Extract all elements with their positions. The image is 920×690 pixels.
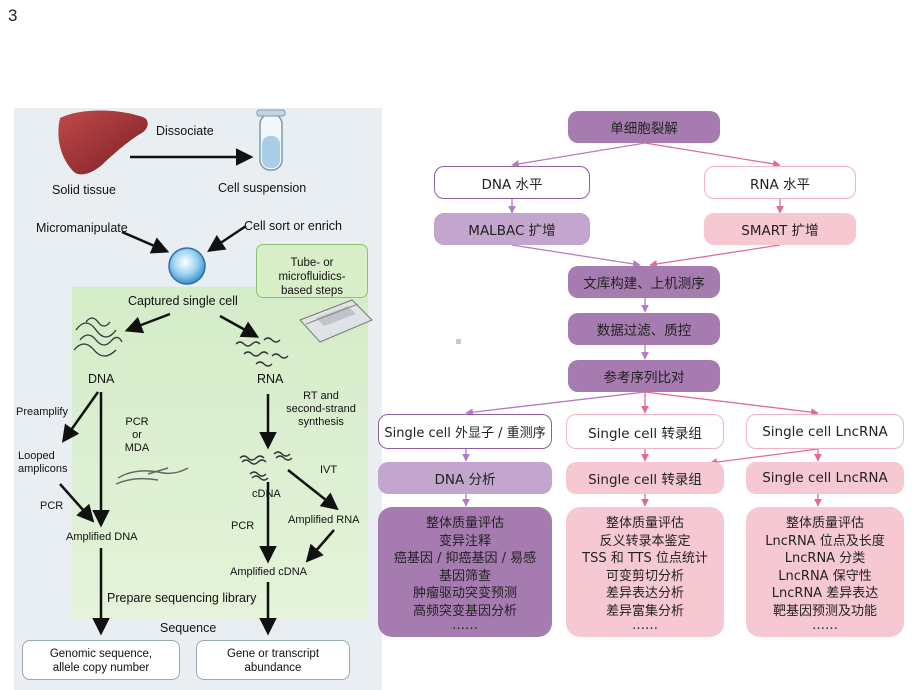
looped-amplicons-label: Looped amplicons — [18, 450, 78, 476]
list-item: 差异表达分析 — [605, 586, 684, 601]
list-item: 整体质量评估 — [425, 516, 504, 531]
rna-label: RNA — [257, 372, 284, 386]
cell-suspension-label: Cell suspension — [218, 181, 307, 195]
captured-cell-zone — [72, 287, 368, 620]
list-item: 高频突变基因分析 — [412, 603, 517, 619]
list-item: LncRNA 位点及长度 — [765, 533, 885, 549]
dissociate-label: Dissociate — [156, 124, 214, 138]
pcr-or-mda-label: PCR or MDA — [122, 416, 152, 455]
list-item: 反义转录本鉴定 — [599, 533, 691, 549]
genomic-output-line-1: Genomic sequence, — [49, 648, 153, 660]
list-item: 变异注释 — [438, 533, 491, 549]
rna-level-node: RNA 水平 — [704, 166, 856, 199]
list-item: 基因筛查 — [438, 568, 491, 584]
pcr-or-mda-line-2: or — [132, 429, 142, 441]
callout-line-2: based steps — [280, 285, 343, 297]
ivt-label: IVT — [320, 464, 338, 476]
rt-line-2: second-strand — [286, 403, 356, 415]
list-item: …… — [632, 618, 658, 633]
list-item: …… — [812, 618, 838, 633]
list-item: 靶基因预测及功能 — [772, 603, 877, 619]
rna-icon — [235, 337, 289, 367]
pcr-mda-fragments-icon — [115, 467, 189, 485]
rt-synthesis-label: RT and second-strand synthesis — [286, 390, 356, 429]
dna-icon — [73, 317, 123, 357]
preamplify-label: Preamplify — [16, 406, 68, 418]
malbac-node: MALBAC 扩增 — [434, 213, 590, 245]
amplified-cdna-label: Amplified cDNA — [230, 566, 308, 578]
rt-line-1: RT and — [303, 390, 339, 402]
library-sequencing-node: 文库构建、上机测序 — [568, 266, 720, 298]
amplified-dna-label: Amplified DNA — [66, 531, 138, 543]
transcriptome-analysis-list: 整体质量评估 反义转录本鉴定 TSS 和 TTS 位点统计 可变剪切分析 差异表… — [566, 507, 724, 637]
lncrna-analysis-list: 整体质量评估 LncRNA 位点及长度 LncRNA 分类 LncRNA 保守性… — [746, 507, 904, 637]
genomic-output-line-2: allele copy number — [52, 662, 150, 674]
filter-qc-node: 数据过滤、质控 — [568, 313, 720, 345]
transcript-output-line-1: Gene or transcript — [226, 648, 320, 660]
list-item: 癌基因 / 抑癌基因 / 易感 — [393, 551, 537, 566]
dna-level-node: DNA 水平 — [434, 166, 590, 199]
pcr-or-mda-line-3: MDA — [124, 442, 150, 454]
micromanipulate-label: Micromanipulate — [36, 221, 128, 235]
looped-line-1: Looped — [18, 450, 55, 462]
dna-analysis-node: DNA 分析 — [378, 462, 552, 494]
amplified-rna-label: Amplified RNA — [288, 514, 360, 526]
prepare-library-label: Prepare sequencing library — [107, 591, 257, 605]
list-item: …… — [452, 618, 478, 633]
exome-resequencing-node: Single cell 外显子 / 重测序 — [378, 414, 552, 449]
transcriptome-head-node: Single cell 转录组 — [566, 414, 724, 449]
captured-cell-label: Captured single cell — [128, 294, 238, 308]
transcript-output-line-2: abundance — [244, 662, 302, 674]
smart-node: SMART 扩增 — [704, 213, 856, 245]
list-item: 整体质量评估 — [605, 516, 684, 531]
rt-line-3: synthesis — [298, 416, 344, 428]
list-item: 差异富集分析 — [605, 603, 684, 619]
solid-tissue-label: Solid tissue — [52, 183, 116, 197]
microfluidics-chip-icon — [299, 299, 373, 343]
single-cell-icon — [168, 247, 206, 285]
sequence-label: Sequence — [160, 621, 217, 635]
pcr-left-label: PCR — [40, 500, 64, 512]
list-item: 肿瘤驱动突变预测 — [412, 586, 517, 601]
transcript-output-box: Gene or transcript abundance — [196, 640, 350, 680]
pcr-or-mda-line-1: PCR — [125, 416, 149, 428]
microfluidics-callout: Tube- or microfluidics- based steps — [256, 244, 368, 298]
list-item: LncRNA 保守性 — [778, 568, 872, 584]
callout-line-1: Tube- or microfluidics- — [278, 257, 346, 283]
list-item: LncRNA 差异表达 — [771, 586, 879, 601]
tube-icon — [256, 109, 286, 171]
dna-analysis-list: 整体质量评估 变异注释 癌基因 / 抑癌基因 / 易感 基因筛查 肿瘤驱动突变预… — [378, 507, 552, 637]
pcr-right-label: PCR — [231, 520, 255, 532]
list-item: 整体质量评估 — [785, 516, 864, 531]
cell-lysis-node: 单细胞裂解 — [568, 111, 720, 143]
lncrna-sub-node: Single cell LncRNA — [746, 462, 904, 494]
looped-line-2: amplicons — [18, 463, 68, 475]
cdna-label: cDNA — [252, 488, 281, 500]
cdna-icon — [239, 451, 293, 481]
list-item: LncRNA 分类 — [784, 551, 866, 566]
lncrna-head-node: Single cell LncRNA — [746, 414, 904, 449]
list-item: 可变剪切分析 — [605, 568, 684, 584]
slide-number: 3 — [8, 6, 18, 25]
cell-sort-label: Cell sort or enrich — [244, 219, 342, 233]
liver-icon — [58, 110, 148, 175]
genomic-output-box: Genomic sequence, allele copy number — [22, 640, 180, 680]
list-item: TSS 和 TTS 位点统计 — [582, 551, 708, 566]
transcriptome-sub-node: Single cell 转录组 — [566, 462, 724, 494]
alignment-node: 参考序列比对 — [568, 360, 720, 392]
dna-label: DNA — [88, 372, 115, 386]
